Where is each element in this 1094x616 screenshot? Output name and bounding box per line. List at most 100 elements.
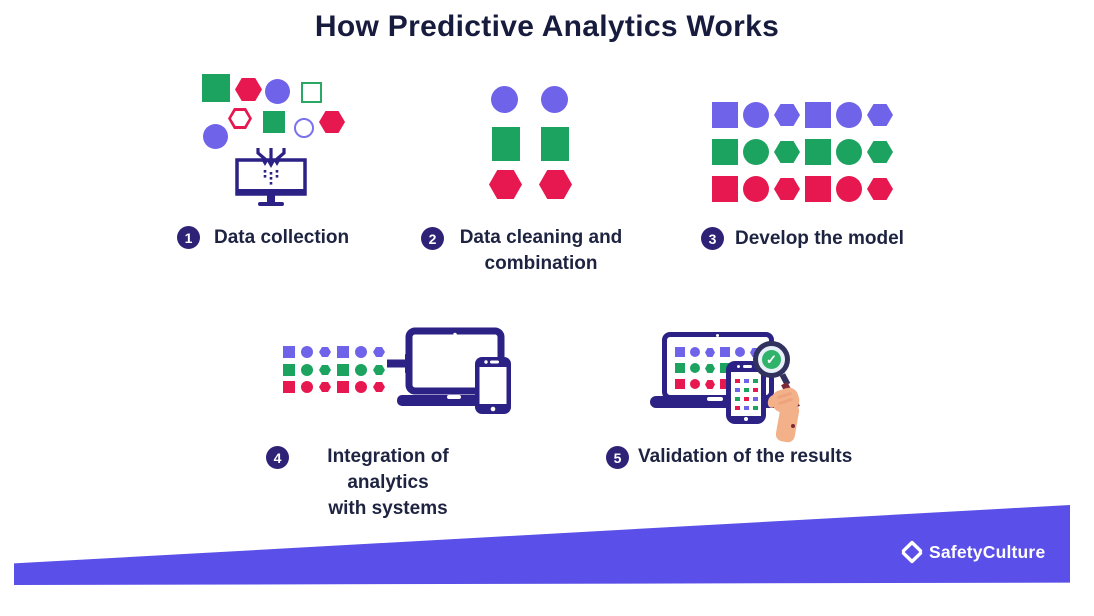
hexagon-shape	[373, 365, 385, 375]
tiny-data-mark	[744, 379, 749, 383]
circle-outline-shape	[294, 118, 314, 138]
square-shape	[805, 176, 831, 202]
step-4-label: Integration of analytics with systems	[288, 444, 488, 522]
laptop-base-notch	[707, 397, 723, 401]
hexagon-shape	[705, 380, 715, 389]
tiny-data-mark	[735, 397, 740, 401]
circle-shape	[690, 347, 700, 357]
square-shape	[805, 139, 831, 165]
tiny-data-mark	[735, 406, 740, 410]
square-shape	[337, 381, 349, 393]
circle-shape	[203, 124, 228, 149]
hexagon-shape	[867, 141, 893, 163]
phone-screen-data-marks	[735, 379, 759, 413]
hexagon-outline-shape	[228, 108, 252, 129]
square-shape	[675, 347, 685, 357]
tiny-data-mark	[744, 397, 749, 401]
tiny-data-mark	[753, 397, 758, 401]
circle-shape	[743, 102, 769, 128]
step-5-label: Validation of the results	[638, 446, 853, 467]
square-shape	[805, 102, 831, 128]
square-shape	[492, 127, 520, 161]
phone-speaker	[743, 365, 752, 368]
hexagon-shape	[774, 141, 800, 163]
hexagon-shape	[235, 78, 262, 101]
hexagon-shape	[319, 365, 331, 375]
monitor-download-icon	[235, 148, 307, 206]
phone-camera-dot	[737, 365, 740, 368]
square-shape	[337, 364, 349, 376]
step-3-badge: 3	[701, 227, 724, 250]
laptop-camera-dot	[716, 334, 719, 337]
brand-name: SafetyCulture	[929, 542, 1046, 562]
square-outline-shape	[301, 82, 322, 103]
step-2-label: Data cleaning and combination	[446, 225, 636, 277]
step-4-badge: 4	[266, 446, 289, 469]
square-shape	[541, 127, 569, 161]
hexagon-shape	[373, 382, 385, 392]
square-shape	[720, 379, 730, 389]
phone-home-button	[744, 417, 748, 421]
circle-shape	[355, 381, 367, 393]
circle-shape	[836, 176, 862, 202]
step-5-badge: 5	[606, 446, 629, 469]
step-4-label-line1: Integration of analytics	[327, 446, 449, 493]
step-5-number: 5	[613, 449, 622, 466]
step-4-label-line2: with systems	[328, 498, 448, 519]
hexagon-shape	[774, 104, 800, 126]
square-shape	[283, 381, 295, 393]
circle-shape	[541, 86, 568, 113]
wrist-dot	[791, 424, 795, 428]
square-shape	[337, 346, 349, 358]
step-3-label: Develop the model	[735, 228, 904, 249]
circle-shape	[491, 86, 518, 113]
hexagon-shape	[319, 347, 331, 357]
hexagon-shape	[774, 178, 800, 200]
square-shape	[283, 364, 295, 376]
square-shape	[675, 379, 685, 389]
shape-model-grid-icon	[712, 102, 897, 204]
hexagon-shape	[705, 364, 715, 373]
tiny-data-mark	[735, 388, 740, 392]
page-title: How Predictive Analytics Works	[314, 10, 780, 43]
step-1-badge: 1	[177, 226, 200, 249]
step-2-badge: 2	[421, 227, 444, 250]
tiny-data-mark	[744, 406, 749, 410]
circle-shape	[301, 381, 313, 393]
tiny-data-mark	[744, 388, 749, 392]
step-2-label-line2: combination	[484, 253, 598, 274]
square-shape	[712, 139, 738, 165]
circle-shape	[301, 364, 313, 376]
hexagon-shape	[705, 348, 715, 357]
square-shape	[263, 111, 285, 133]
square-shape	[202, 74, 230, 102]
circle-shape	[836, 139, 862, 165]
circle-shape	[690, 379, 700, 389]
circle-shape	[265, 79, 290, 104]
hexagon-shape	[489, 170, 522, 199]
tiny-data-mark	[735, 379, 740, 383]
step-2-label-line1: Data cleaning and	[459, 227, 623, 248]
circle-shape	[743, 139, 769, 165]
square-shape	[675, 363, 685, 373]
circle-shape	[836, 102, 862, 128]
hexagon-shape	[373, 347, 385, 357]
tiny-data-mark	[753, 406, 758, 410]
tiny-data-mark	[753, 388, 758, 392]
circle-shape	[355, 346, 367, 358]
circle-shape	[690, 363, 700, 373]
check-circle-icon: ✓	[762, 350, 781, 369]
hexagon-shape	[319, 111, 345, 133]
step-4-number: 4	[273, 449, 282, 466]
hexagon-shape	[867, 178, 893, 200]
safetyculture-diamond-icon	[901, 540, 923, 564]
square-shape	[283, 346, 295, 358]
laptop-and-phone-icon	[397, 327, 511, 414]
circle-shape	[743, 176, 769, 202]
mini-data-grid-icon	[283, 346, 387, 394]
square-shape	[720, 363, 730, 373]
step-1-number: 1	[184, 229, 193, 246]
step-2-number: 2	[428, 230, 437, 247]
hexagon-shape	[319, 382, 331, 392]
